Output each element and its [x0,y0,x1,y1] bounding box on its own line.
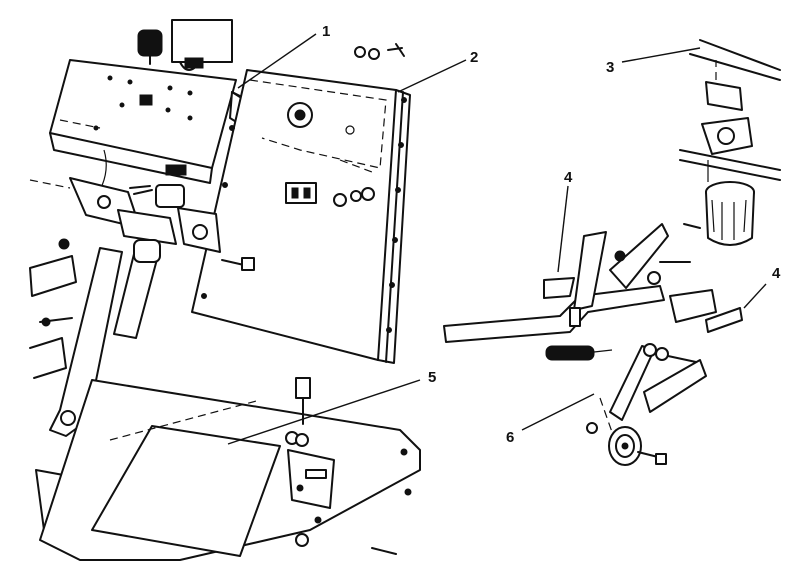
right-assembly [443,39,781,466]
mount-bar [443,223,701,343]
idler-arm-pulley [545,289,743,466]
leader-1 [237,33,317,89]
main-panel [191,43,411,364]
linkage-bracket [29,164,255,271]
left-assembly [29,19,467,561]
leader-5 [227,379,421,445]
leader-4b [743,283,767,309]
callout-3: 3 [606,59,614,76]
callout-6: 6 [506,429,514,446]
frame-and-filter [679,39,781,246]
callout-2: 2 [470,49,478,66]
leader-3 [621,47,701,63]
leader-6 [521,393,595,431]
callout-4-left: 4 [564,169,573,186]
leader-4a [557,185,569,273]
floor-plate [39,377,421,561]
callout-5: 5 [428,369,436,386]
callout-4-right: 4 [772,265,781,282]
leader-2 [397,59,467,93]
callout-labels: 1 2 3 4 4 5 6 [322,23,781,446]
callout-1: 1 [322,23,330,40]
